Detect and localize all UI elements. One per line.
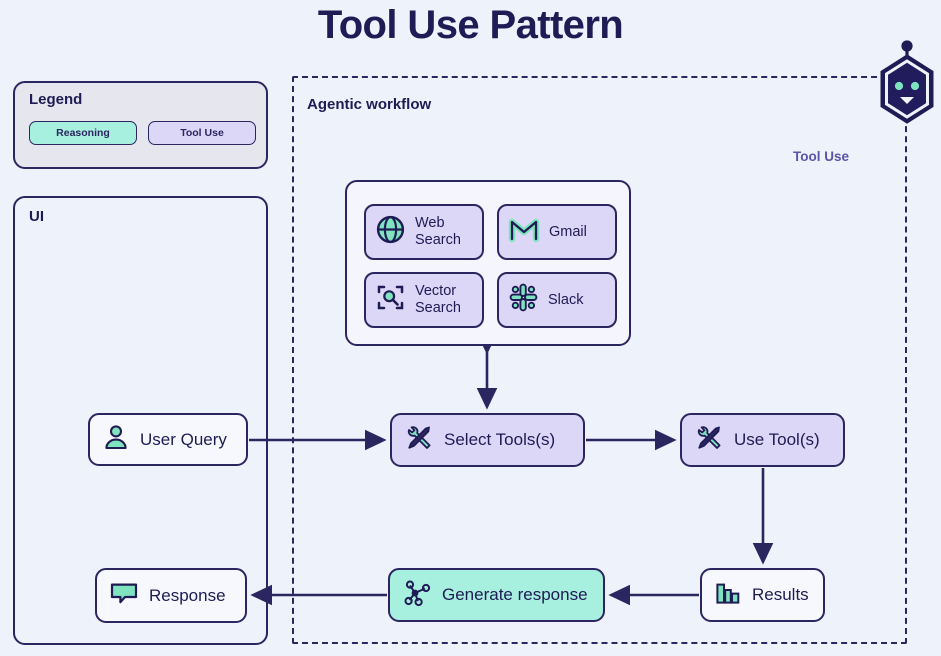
legend-title: Legend xyxy=(29,91,83,108)
slack-icon xyxy=(508,282,539,318)
tool-use-region-tag: Tool Use xyxy=(793,149,850,164)
node-use-tools-label: Use Tool(s) xyxy=(734,430,820,449)
scan-search-icon xyxy=(375,282,406,318)
tools-panel: Web Search Gmail xyxy=(345,180,631,346)
node-response[interactable]: Response xyxy=(95,568,247,623)
globe-icon xyxy=(375,214,406,250)
tool-card-gmail[interactable]: Gmail xyxy=(497,204,617,260)
bar-chart-icon xyxy=(714,579,742,612)
legend-chip-tool-use-label: Tool Use xyxy=(180,127,224,139)
tool-card-vector-search-label: Vector Search xyxy=(415,283,461,316)
node-user-query[interactable]: User Query xyxy=(88,413,248,466)
tool-card-gmail-label: Gmail xyxy=(549,223,587,240)
speech-bubble-icon xyxy=(109,580,139,611)
tools-cross-icon xyxy=(404,423,434,458)
user-icon xyxy=(102,423,130,456)
node-generate-response[interactable]: Generate response xyxy=(388,568,605,622)
agentic-workflow-title: Agentic workflow xyxy=(307,96,432,113)
node-select-tools-label: Select Tools(s) xyxy=(444,430,556,449)
robot-head-icon xyxy=(876,40,938,134)
tool-card-vector-search[interactable]: Vector Search xyxy=(364,272,484,328)
tools-cross-icon xyxy=(694,423,724,458)
node-use-tools[interactable]: Use Tool(s) xyxy=(680,413,845,467)
node-results[interactable]: Results xyxy=(700,568,825,622)
tool-card-slack-label: Slack xyxy=(548,291,584,308)
node-select-tools[interactable]: Select Tools(s) xyxy=(390,413,585,467)
tool-card-web-search[interactable]: Web Search xyxy=(364,204,484,260)
agentic-workflow-region xyxy=(292,76,907,644)
legend-chip-tool-use[interactable]: Tool Use xyxy=(148,121,256,145)
ui-panel: UI xyxy=(13,196,268,645)
tool-card-web-search-label: Web Search xyxy=(415,215,461,248)
page-title: Tool Use Pattern xyxy=(317,3,624,47)
ui-panel-title: UI xyxy=(29,208,44,225)
node-user-query-label: User Query xyxy=(140,429,227,449)
node-graph-icon xyxy=(402,578,432,613)
legend-panel: Legend Reasoning Tool Use xyxy=(13,81,268,169)
gmail-envelope-icon xyxy=(508,214,540,250)
legend-chip-reasoning-label: Reasoning xyxy=(56,127,110,139)
node-response-label: Response xyxy=(149,585,226,605)
node-results-label: Results xyxy=(752,585,809,604)
tool-card-slack[interactable]: Slack xyxy=(497,272,617,328)
node-generate-response-label: Generate response xyxy=(442,585,588,604)
legend-chip-reasoning[interactable]: Reasoning xyxy=(29,121,137,145)
